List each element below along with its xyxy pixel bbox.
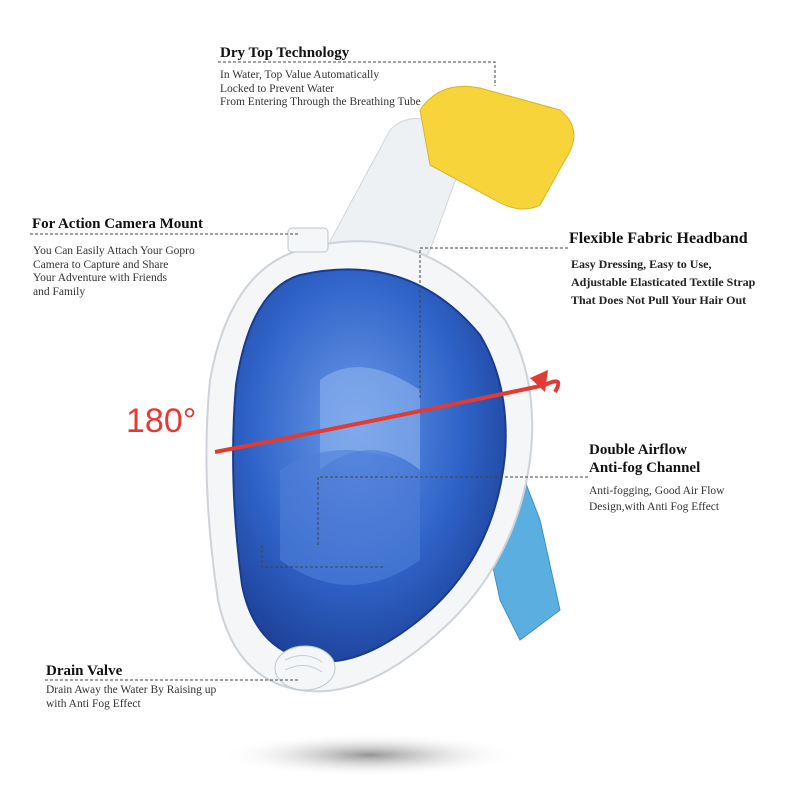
dry-top-description: In Water, Top Value Automatically Locked… [220, 69, 421, 110]
airflow-title: Double Airflow Anti-fog Channel [589, 441, 700, 477]
camera-mount-description: You Can Easily Attach Your Gopro Camera … [33, 245, 195, 299]
text-line: Easy Dressing, Easy to Use, [571, 257, 712, 271]
text-line: with Anti Fog Effect [46, 697, 141, 710]
camera-mount-title: For Action Camera Mount [32, 216, 203, 232]
camera-mount [287, 227, 329, 253]
dry-top-title: Dry Top Technology [220, 45, 350, 61]
text-line: Locked to Prevent Water [220, 82, 335, 95]
mouth-chamber [280, 450, 420, 585]
text-line: From Entering Through the Breathing Tube [220, 96, 421, 108]
floor-shadow [220, 733, 520, 777]
drain-valve [274, 645, 336, 691]
headband-description: Easy Dressing, Easy to Use, Adjustable E… [571, 255, 755, 309]
text-line: Your Adventure with Friends [33, 272, 167, 284]
text-line: Design,with Anti Fog Effect [589, 501, 720, 513]
text-line: Double Airflow [589, 442, 687, 458]
inner-divider [320, 367, 420, 470]
headband-title: Flexible Fabric Headband [569, 230, 748, 247]
text-line: Adjustable Elasticated Textile Strap [571, 275, 756, 289]
text-line: Drain Away the Water By Raising up [46, 684, 217, 696]
text-line: Camera to Capture and Share [33, 258, 169, 271]
text-line: Anti-fog Channel [589, 460, 701, 476]
text-line: You Can Easily Attach Your Gopro [33, 245, 195, 257]
text-line: That Does Not Pull Your Hair Out [571, 293, 747, 307]
leader-lines [30, 61, 588, 681]
view-angle-label: 180° [126, 402, 197, 440]
drain-valve-title: Drain Valve [46, 663, 123, 679]
text-line: Anti-fogging, Good Air Flow [589, 485, 725, 497]
airflow-description: Anti-fogging, Good Air Flow Design,with … [589, 483, 724, 515]
drain-valve-description: Drain Away the Water By Raising up with … [46, 684, 216, 711]
text-line: and Family [33, 285, 86, 298]
text-line: In Water, Top Value Automatically [220, 69, 380, 81]
rotation-arrow [214, 383, 546, 454]
dry-top-valve [419, 85, 575, 210]
